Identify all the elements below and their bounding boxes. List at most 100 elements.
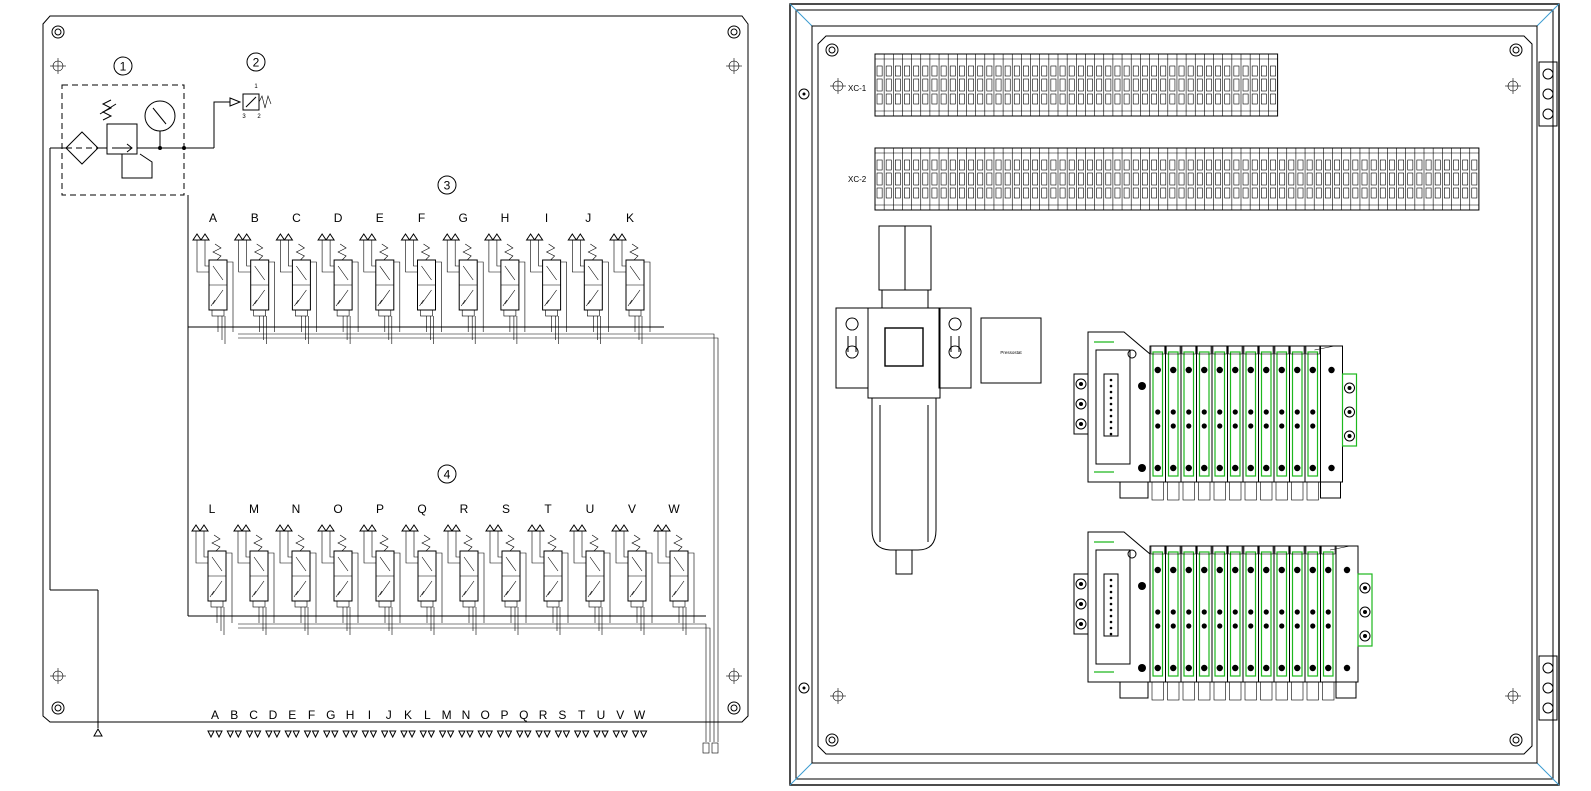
terminal-block xyxy=(1222,54,1231,116)
outlet-port-symbol xyxy=(515,730,532,739)
terminal-block xyxy=(1112,148,1121,210)
solenoid-valve-lower-W: W xyxy=(653,502,695,635)
outlet-port-symbol xyxy=(322,730,339,739)
panel-target-marks xyxy=(830,78,1521,704)
terminal-block xyxy=(1076,54,1084,116)
terminal-block xyxy=(1286,148,1295,210)
solenoid-valve-lower-P: P xyxy=(359,502,401,635)
solenoid-valve-upper-C: C xyxy=(275,211,317,344)
valve-slice xyxy=(1196,345,1213,501)
solenoid-valve-lower-S: S xyxy=(485,502,527,635)
valve-label: T xyxy=(544,502,552,516)
outlet-label: I xyxy=(368,708,371,722)
valve-slice xyxy=(1227,545,1244,701)
valve-slice xyxy=(1211,345,1228,501)
terminal-block xyxy=(1057,148,1066,210)
pressure-switch-symbol: 2 1 3 2 xyxy=(213,52,272,148)
door-hinge-bottom xyxy=(1538,655,1558,721)
terminal-block xyxy=(1469,148,1478,210)
terminal-block xyxy=(1176,54,1185,116)
outlet-label: O xyxy=(481,708,490,722)
balloon-manifold-lower: 4 xyxy=(444,468,451,482)
terminal-block xyxy=(1240,54,1249,116)
valve-label: C xyxy=(292,211,301,225)
valve-slice xyxy=(1211,545,1228,701)
solenoid-valve-upper-D: D xyxy=(317,211,359,344)
solenoid-valve-lower-T: T xyxy=(527,502,569,635)
valve-slice xyxy=(1180,545,1197,701)
valve-slice xyxy=(1149,345,1166,501)
terminal-block xyxy=(984,148,993,210)
pressure-switch-label: Pressostat xyxy=(1000,350,1022,355)
terminal-block xyxy=(1085,148,1093,210)
valve-slice xyxy=(1149,545,1166,701)
outlet-port-symbol xyxy=(342,730,358,739)
outlet-port-symbol xyxy=(573,730,590,739)
valve-label: G xyxy=(459,211,468,225)
solenoid-valve-upper-G: G xyxy=(442,211,484,344)
solenoid-valve-lower-R: R xyxy=(443,502,485,635)
valve-label: J xyxy=(585,211,591,225)
terminal-block xyxy=(1039,148,1048,210)
outlet-port-symbol xyxy=(303,730,320,739)
valve-slice xyxy=(1304,545,1321,701)
valve-label: R xyxy=(460,502,469,516)
ps-port-1: 1 xyxy=(254,84,258,90)
terminal-block xyxy=(1167,54,1176,116)
solenoid-valve-upper-F: F xyxy=(400,211,442,344)
terminal-block xyxy=(1076,148,1084,210)
terminal-block xyxy=(1048,148,1057,210)
terminal-block xyxy=(1249,148,1258,210)
terminal-block xyxy=(1167,148,1176,210)
outlet-label: W xyxy=(634,708,646,722)
solenoid-valve-upper-I: I xyxy=(525,211,567,344)
valve-label: A xyxy=(209,211,217,225)
terminal-block xyxy=(1158,54,1167,116)
outlet-label: F xyxy=(308,708,315,722)
mounting-hole-bl xyxy=(51,701,65,715)
terminal-strip-xc1 xyxy=(874,53,1279,117)
terminal-block xyxy=(947,54,956,116)
terminal-block xyxy=(1011,54,1020,116)
terminal-block xyxy=(1130,54,1139,116)
mounting-hole-tl xyxy=(51,25,65,39)
outlet-label: C xyxy=(249,708,258,722)
outlet-label: B xyxy=(230,708,238,722)
panel-mounting-holes xyxy=(825,43,1523,747)
solenoid-valve-lower-N: N xyxy=(275,502,317,635)
outlet-port-symbol xyxy=(265,730,281,739)
valve-bank-upper xyxy=(1073,331,1358,501)
terminal-block xyxy=(966,54,974,116)
ps-port-3: 3 xyxy=(242,114,246,120)
terminal-block xyxy=(1066,148,1075,210)
door-pivot-marker xyxy=(798,88,810,694)
terminal-block xyxy=(1432,148,1441,210)
valve-label: O xyxy=(333,502,342,516)
outlet-label: S xyxy=(558,708,566,722)
outlet-port-symbol xyxy=(245,730,262,739)
terminal-block xyxy=(1377,148,1386,210)
outlet-label: N xyxy=(462,708,471,722)
terminal-block xyxy=(966,148,974,210)
balloon-manifold-upper: 3 xyxy=(444,179,451,193)
terminal-block xyxy=(1268,148,1276,210)
terminal-block xyxy=(1204,54,1212,116)
outlet-label: P xyxy=(500,708,508,722)
valve-slice xyxy=(1242,545,1259,701)
terminal-block xyxy=(911,148,920,210)
terminal-block xyxy=(892,148,901,210)
terminal-block xyxy=(929,54,938,116)
terminal-block xyxy=(984,54,993,116)
terminal-block xyxy=(1130,148,1139,210)
solenoid-valve-upper-A: A xyxy=(192,211,234,344)
terminal-block xyxy=(1149,54,1157,116)
valve-slice xyxy=(1304,345,1321,501)
solenoid-valve-lower-M: M xyxy=(233,502,275,635)
outlet-label: H xyxy=(346,708,355,722)
outlet-port-symbol xyxy=(554,730,571,739)
terminal-block xyxy=(993,54,1002,116)
terminal-block xyxy=(957,148,965,210)
valve-slice xyxy=(1258,545,1275,701)
